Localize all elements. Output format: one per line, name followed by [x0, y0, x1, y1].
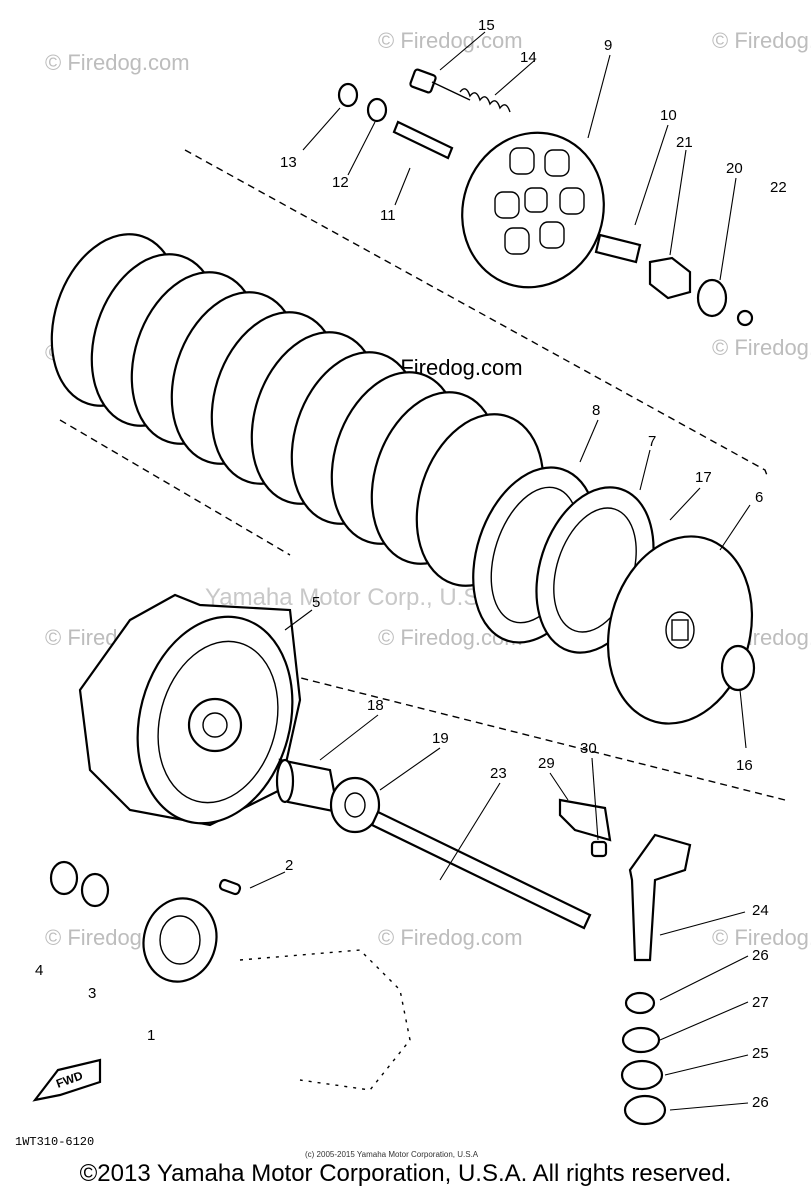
callout-5: 5 — [312, 594, 320, 611]
watermark-firedog: © Firedog.com — [378, 28, 523, 53]
watermark-firedog: © Firedog.com — [378, 925, 523, 950]
callout-1: 1 — [147, 1027, 155, 1044]
small-copyright: (c) 2005-2015 Yamaha Motor Corporation, … — [305, 1150, 479, 1159]
primary-drive-gear — [49, 860, 242, 983]
callout-27: 27 — [752, 994, 769, 1011]
callout-2: 2 — [285, 857, 293, 874]
diagram-code: 1WT310-6120 — [15, 1135, 94, 1149]
lever-and-bolt — [558, 798, 612, 858]
callout-16: 16 — [736, 757, 753, 774]
callout-7: 7 — [648, 433, 656, 450]
washer-16 — [720, 644, 756, 692]
watermark-firedog: © Firedog.com — [45, 50, 190, 75]
callout-12: 12 — [332, 174, 349, 191]
watermark-corporate: Yamaha Motor Corp., U.S.A. — [205, 584, 509, 611]
callout-11: 11 — [380, 207, 396, 224]
callout-14: 14 — [520, 49, 537, 66]
callout-13: 13 — [280, 154, 297, 171]
leader-lines — [249, 31, 751, 1111]
callout-3: 3 — [88, 985, 96, 1002]
callout-29: 29 — [538, 755, 555, 772]
callout-24: 24 — [752, 902, 769, 919]
callout-18: 18 — [367, 697, 384, 714]
callout-9: 9 — [604, 37, 612, 54]
callout-15: 15 — [478, 17, 495, 34]
copyright-footer: ©2013 Yamaha Motor Corporation, U.S.A. A… — [79, 1160, 732, 1187]
collar-and-washer — [275, 758, 381, 834]
callout-19: 19 — [432, 730, 449, 747]
callout-8: 8 — [592, 402, 600, 419]
callout-22: 22 — [770, 179, 787, 196]
crankcase-outline — [239, 949, 411, 1091]
callout-20: 20 — [726, 160, 743, 177]
watermark-firedog: © Firedog.com — [712, 28, 811, 53]
watermark-firedog: © Firedog.com — [712, 925, 811, 950]
pushrod-nut-washer — [594, 233, 754, 327]
callout-10: 10 — [660, 107, 677, 124]
forward-arrow-icon: FWD — [32, 1058, 102, 1102]
callout-30: 30 — [580, 740, 597, 757]
callout-25: 25 — [752, 1045, 769, 1062]
watermark-firedog: © Firedog.com — [712, 335, 811, 360]
callout-6: 6 — [755, 489, 763, 506]
callout-26-lower: 26 — [752, 1094, 769, 1111]
small-hardware-top — [337, 68, 511, 160]
callout-4: 4 — [35, 962, 43, 979]
callout-23: 23 — [490, 765, 507, 782]
clutch-housing — [78, 593, 302, 827]
clutch-boss-disk — [606, 535, 754, 725]
push-lever-shaft — [620, 833, 692, 1126]
callout-26-upper: 26 — [752, 947, 769, 964]
pressure-plate — [461, 131, 605, 289]
callout-21: 21 — [676, 134, 693, 151]
callouts: 15 14 9 10 21 20 22 13 12 11 8 7 17 6 5 … — [35, 17, 787, 1111]
callout-17: 17 — [695, 469, 712, 486]
push-rod-23 — [370, 810, 592, 930]
